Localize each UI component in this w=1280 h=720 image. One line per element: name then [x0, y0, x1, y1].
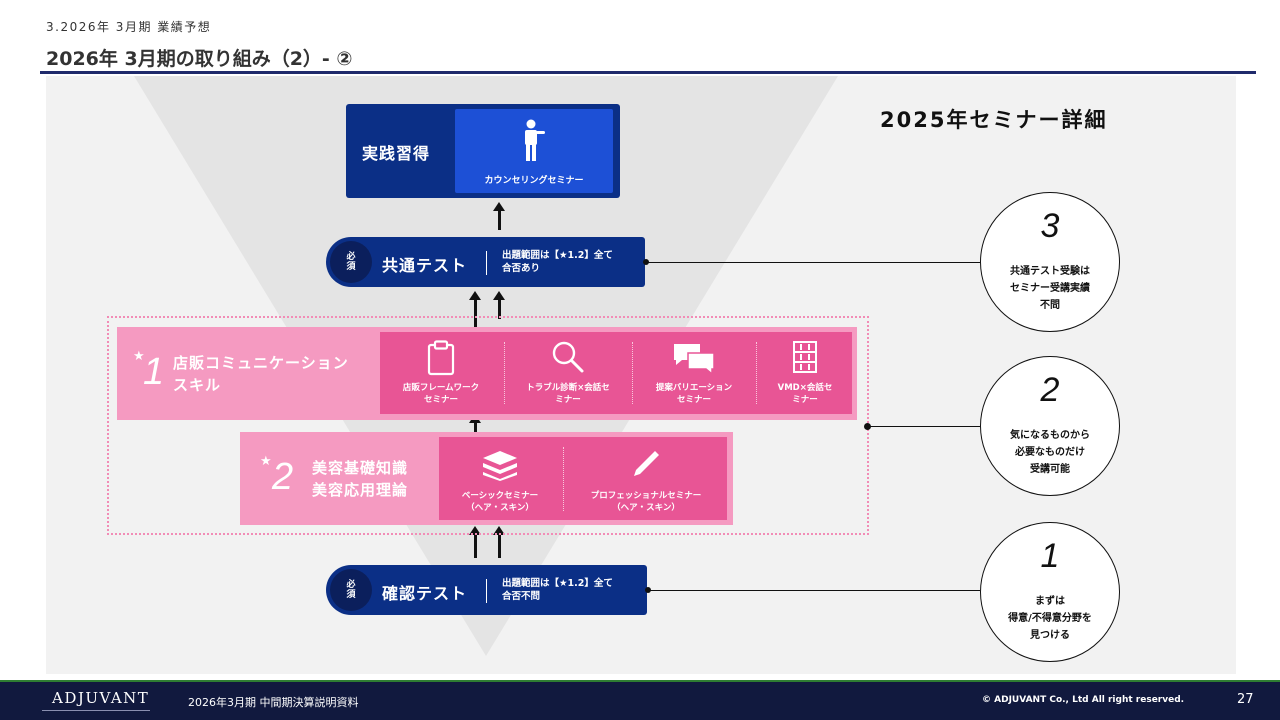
step-number: 1: [1040, 537, 1060, 575]
skill1-band: ★ 1 店販コミュニケーション スキル 店販フレームワークセミナー トラブル診断…: [117, 327, 857, 420]
practice-label: 実践習得: [362, 144, 431, 163]
books-icon: [481, 449, 519, 485]
arrow-up: [469, 526, 481, 558]
separator: [563, 447, 564, 511]
confirm-test-scope: 出題範囲は【★1.2】全て 合否不問: [502, 578, 613, 602]
divider: [486, 251, 487, 275]
person-icon: [521, 119, 547, 167]
skill2-label: 美容基礎知識 美容応用理論: [312, 459, 409, 499]
connector-line-step3: [646, 262, 980, 263]
section-heading: 2025年セミナー詳細: [880, 108, 1108, 132]
step-circle-2: 2 気になるものから必要なものだけ受講可能: [980, 356, 1120, 496]
skill2-band: ★ 2 美容基礎知識 美容応用理論 ベーシックセミナー（ヘア・スキン） プロフェ…: [240, 432, 733, 525]
page-number: 27: [1237, 692, 1254, 707]
pen-icon: [631, 449, 661, 483]
required-badge: 必須: [330, 241, 372, 283]
step-circle-3: 3 共通テスト受験はセミナー受講実績不問: [980, 192, 1120, 332]
breadcrumb: 3.2026年 3月期 業績予想: [46, 20, 212, 34]
separator: [632, 342, 633, 404]
connector-dot: [864, 423, 871, 430]
company-logo: ADJUVANT: [52, 689, 150, 707]
connector-line-step2: [869, 426, 980, 427]
seminar-storefront-framework[interactable]: 店販フレームワークセミナー: [380, 332, 502, 414]
skill2-seminars: ベーシックセミナー（ヘア・スキン） プロフェッショナルセミナー（ヘア・スキン）: [439, 437, 727, 520]
step-description: 気になるものから必要なものだけ受講可能: [1010, 430, 1090, 475]
chat-bubbles-icon: [672, 342, 716, 378]
separator: [756, 342, 757, 404]
required-badge: 必須: [330, 569, 372, 611]
footer: ADJUVANT 2026年3月期 中間期決算説明資料 © ADJUVANT C…: [0, 680, 1280, 720]
common-test-name: 共通テスト: [382, 256, 468, 275]
seminar-professional[interactable]: プロフェッショナルセミナー（ヘア・スキン）: [565, 437, 727, 520]
arrow-up: [493, 291, 505, 319]
seminar-proposal-variation[interactable]: 提案バリエーションセミナー: [634, 332, 754, 414]
logo-underline: [42, 710, 150, 711]
counseling-seminar-label: カウンセリングセミナー: [484, 176, 584, 186]
connector-line-step1: [648, 590, 980, 591]
seminar-basic[interactable]: ベーシックセミナー（ヘア・スキン）: [439, 437, 561, 520]
skill1-seminars: 店販フレームワークセミナー トラブル診断×会話セミナー 提案バリエーションセミナ…: [380, 332, 852, 414]
counseling-seminar-card[interactable]: カウンセリングセミナー: [455, 109, 613, 193]
common-test-scope: 出題範囲は【★1.2】全て 合否あり: [502, 250, 613, 274]
separator: [504, 342, 505, 404]
document-title: 2026年3月期 中間期決算説明資料: [188, 696, 359, 709]
common-test-pill: 必須 共通テスト 出題範囲は【★1.2】全て 合否あり: [326, 237, 649, 287]
shelf-icon: [792, 340, 818, 378]
magnifier-icon: [551, 340, 585, 378]
confirm-test-pill: 必須 確認テスト 出題範囲は【★1.2】全て 合否不問: [326, 565, 651, 615]
star-mark: ★: [260, 454, 272, 469]
step-circle-1: 1 まずは得意/不得意分野を見つける: [980, 522, 1120, 662]
arrow-up: [469, 291, 481, 328]
skill2-number: 2: [272, 456, 294, 498]
arrow-up: [493, 202, 505, 230]
clipboard-icon: [426, 340, 456, 380]
copyright: © ADJUVANT Co., Ltd All right reserved.: [982, 695, 1185, 705]
arrow-up: [493, 526, 505, 558]
skill1-label: 店販コミュニケーション スキル: [173, 354, 349, 394]
step-number: 2: [1040, 371, 1060, 409]
practice-box: 実践習得 カウンセリングセミナー: [346, 104, 620, 198]
confirm-test-name: 確認テスト: [382, 584, 468, 603]
step-description: まずは得意/不得意分野を見つける: [1008, 596, 1092, 641]
seminar-vmd-conversation[interactable]: VMD×会話セミナー: [758, 332, 852, 414]
star-mark: ★: [133, 349, 145, 364]
skill1-number: 1: [143, 351, 165, 393]
step-description: 共通テスト受験はセミナー受講実績不問: [1010, 266, 1090, 311]
page-title: 2026年 3月期の取り組み（2）- ②: [46, 48, 353, 70]
divider: [486, 579, 487, 603]
step-number: 3: [1040, 207, 1060, 245]
seminar-trouble-diagnosis[interactable]: トラブル診断×会話セミナー: [506, 332, 630, 414]
title-rule: [40, 71, 1256, 74]
